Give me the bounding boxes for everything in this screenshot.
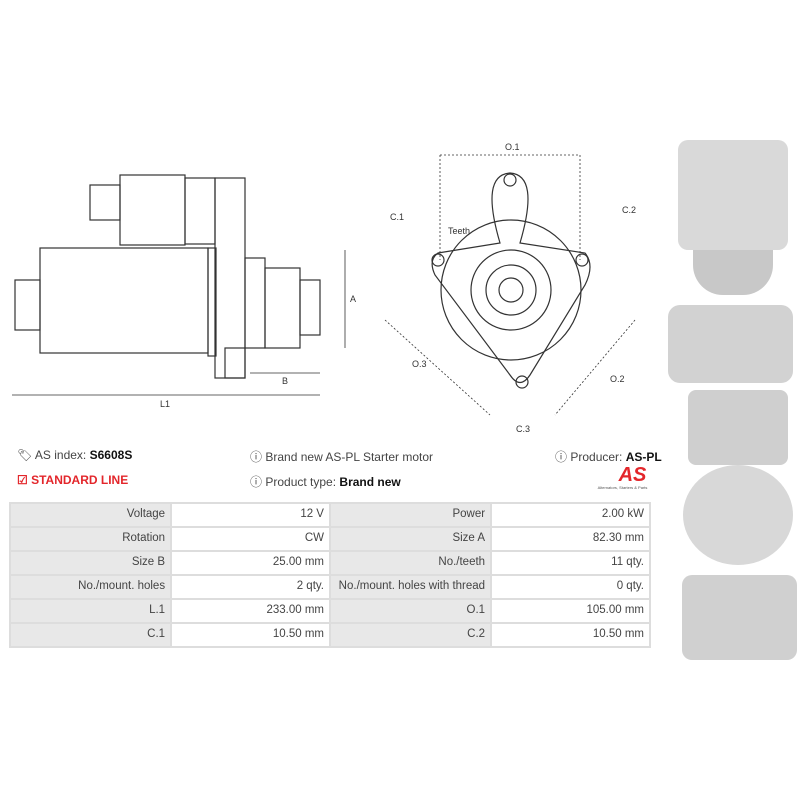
- spec-value: 11 qty.: [490, 550, 651, 576]
- front-view-diagram: O.1 C.1 C.2 Teeth O.3 O.2 C.3: [384, 142, 636, 434]
- dim-l1-label: L1: [160, 399, 170, 409]
- product-photo-front: [675, 140, 790, 300]
- spec-value: CW: [170, 526, 331, 552]
- info-icon: ⓘ: [250, 450, 263, 464]
- product-type: ⓘ Product type: Brand new: [250, 475, 401, 489]
- spec-value: 2.00 kW: [490, 502, 651, 528]
- spec-value: 12 V: [170, 502, 331, 528]
- spec-label: C.2: [328, 622, 493, 648]
- dim-b-label: B: [282, 376, 288, 386]
- dim-c3-label: C.3: [516, 424, 530, 434]
- side-view-diagram: A B L1: [12, 174, 356, 409]
- spec-label: No./mount. holes with thread: [328, 574, 493, 600]
- as-pl-logo: AS Alternators, Starters & Parts: [597, 464, 648, 490]
- spec-label: L.1: [8, 598, 173, 624]
- dim-o2-label: O.2: [610, 374, 625, 384]
- spec-label: Size B: [8, 550, 173, 576]
- spec-label: No./teeth: [328, 550, 493, 576]
- spec-label: No./mount. holes: [8, 574, 173, 600]
- description: ⓘ Brand new AS-PL Starter motor: [250, 450, 433, 464]
- spec-label: Size A: [328, 526, 493, 552]
- spec-value: 105.00 mm: [490, 598, 651, 624]
- product-photo-side: [668, 305, 793, 383]
- info-icon: ⓘ: [555, 450, 568, 464]
- spec-value: 10.50 mm: [170, 622, 331, 648]
- as-index: 🏷 AS index: S6608S: [17, 448, 133, 462]
- spec-label: O.1: [328, 598, 493, 624]
- spec-value: 233.00 mm: [170, 598, 331, 624]
- checkbox-icon: ☑: [17, 473, 28, 487]
- standard-line: ☑ STANDARD LINE: [17, 473, 129, 487]
- teeth-label: Teeth: [448, 226, 470, 236]
- spec-label: C.1: [8, 622, 173, 648]
- dim-c1-label: C.1: [390, 212, 404, 222]
- spec-label: Rotation: [8, 526, 173, 552]
- spec-label: Voltage: [8, 502, 173, 528]
- dim-o3-label: O.3: [412, 359, 427, 369]
- dim-c2-label: C.2: [622, 205, 636, 215]
- spec-value: 10.50 mm: [490, 622, 651, 648]
- spec-label: Power: [328, 502, 493, 528]
- dim-a-label: A: [350, 294, 356, 304]
- tag-icon: 🏷: [17, 448, 33, 462]
- spec-value: 2 qty.: [170, 574, 331, 600]
- product-photo-angled: [682, 575, 797, 660]
- dim-o1-label: O.1: [505, 142, 520, 152]
- spec-value: 0 qty.: [490, 574, 651, 600]
- info-icon: ⓘ: [250, 475, 263, 489]
- spec-value: 82.30 mm: [490, 526, 651, 552]
- product-photo-rear: [680, 390, 795, 570]
- producer: ⓘ Producer: AS-PL: [555, 450, 662, 464]
- spec-value: 25.00 mm: [170, 550, 331, 576]
